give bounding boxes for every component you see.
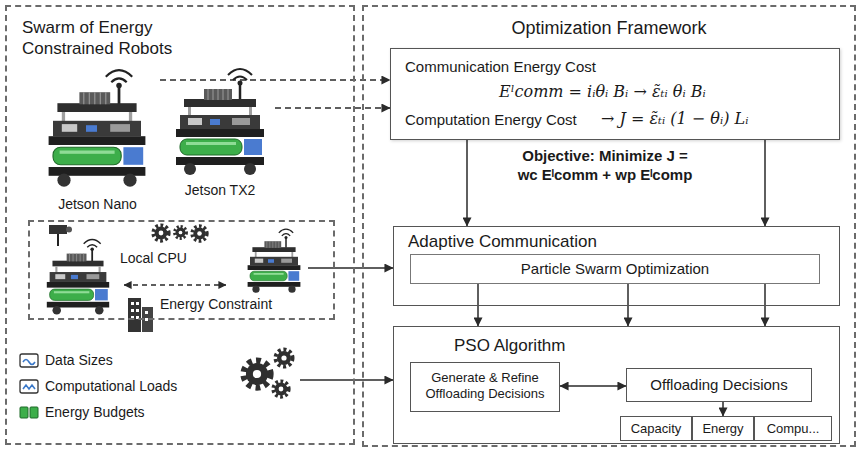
legend-text: Computational Loads bbox=[45, 378, 245, 396]
box-label: Particle Swarm Optimization bbox=[411, 260, 819, 279]
cell-label: Capacity bbox=[621, 421, 691, 437]
process-box: Particle Swarm Optimization bbox=[410, 254, 820, 284]
box-heading: PSO Algorithm bbox=[454, 335, 704, 356]
formula: Eˡcomm = iᵢθᵢ Bᵢ → ε̃ₜᵢ θᵢ Bᵢ bbox=[499, 82, 829, 102]
resource-cell: Energy bbox=[692, 416, 754, 441]
cost-box: Communication Energy CostEˡcomm = iᵢθᵢ B… bbox=[390, 48, 840, 140]
legend-text: Energy Budgets bbox=[45, 404, 245, 422]
connector bbox=[722, 402, 724, 416]
connector bbox=[560, 385, 626, 387]
connector bbox=[627, 284, 629, 326]
robot-unit: Jetson Nano bbox=[35, 58, 160, 217]
legend-text: Data Sizes bbox=[45, 352, 245, 370]
connector bbox=[764, 140, 766, 226]
framework-panel: Optimization FrameworkCommunication Ener… bbox=[362, 5, 856, 447]
robot-unit: Jetson TX2 bbox=[165, 58, 275, 203]
resource-cell: Capacity bbox=[620, 416, 692, 441]
legend-icon bbox=[20, 354, 38, 367]
lead-line bbox=[300, 379, 355, 381]
panel-title: Swarm of Energy Constrained Robots bbox=[22, 17, 212, 59]
process-box: PSO AlgorithmGenerate & Refine Offloadin… bbox=[393, 326, 840, 444]
load-gear bbox=[273, 381, 289, 397]
legend-icon bbox=[20, 407, 38, 418]
box-label: Offloading Decisions bbox=[627, 376, 811, 395]
connector bbox=[477, 284, 479, 326]
peer-robot bbox=[248, 229, 301, 293]
load-gear bbox=[244, 361, 271, 388]
cpu-gear bbox=[153, 225, 169, 241]
camera-icon bbox=[49, 225, 72, 246]
box-heading: Computation Energy Cost bbox=[405, 111, 605, 130]
process-box: Generate & Refine Offloading Decisions bbox=[410, 362, 560, 412]
connector bbox=[355, 379, 393, 381]
robot-name: Jetson Nano bbox=[35, 196, 160, 214]
connector bbox=[160, 79, 390, 81]
group-label: Local CPU bbox=[120, 250, 210, 268]
objective-note: Objective: Minimize J = wc Eˡcomm + wp E… bbox=[480, 147, 730, 185]
connector bbox=[466, 140, 468, 226]
process-box: Offloading Decisions bbox=[626, 368, 812, 402]
resource-cell: Compu... bbox=[754, 416, 832, 441]
box-heading: Communication Energy Cost bbox=[405, 58, 645, 77]
robot-name: Jetson TX2 bbox=[165, 182, 275, 200]
cpu-gear bbox=[174, 226, 186, 238]
connector bbox=[764, 284, 766, 326]
cpu-gear bbox=[192, 226, 207, 241]
connector bbox=[335, 267, 393, 269]
lead-line bbox=[308, 267, 335, 269]
jetson-tx2-robot bbox=[176, 69, 264, 175]
load-gear bbox=[276, 350, 293, 367]
box-label: Generate & Refine Offloading Decisions bbox=[415, 370, 555, 402]
connector bbox=[275, 107, 390, 109]
jetson-nano-robot bbox=[49, 70, 146, 187]
local-robot-group: Local CPU Energy Constraint bbox=[28, 220, 335, 320]
cell-label: Energy bbox=[693, 421, 753, 437]
panel-title: Optimization Framework bbox=[364, 17, 854, 40]
peer-link bbox=[124, 284, 226, 286]
building-icon bbox=[128, 298, 153, 332]
formula: → J = ε̃ₜᵢ (1 − θᵢ) Lᵢ bbox=[601, 109, 831, 129]
process-box: Adaptive CommunicationParticle Swarm Opt… bbox=[393, 226, 840, 306]
legend-icon bbox=[20, 380, 38, 393]
camera-robot bbox=[47, 239, 109, 314]
group-label: Energy Constraint bbox=[160, 296, 320, 314]
box-heading: Adaptive Communication bbox=[408, 231, 708, 252]
cell-label: Compu... bbox=[755, 421, 831, 437]
